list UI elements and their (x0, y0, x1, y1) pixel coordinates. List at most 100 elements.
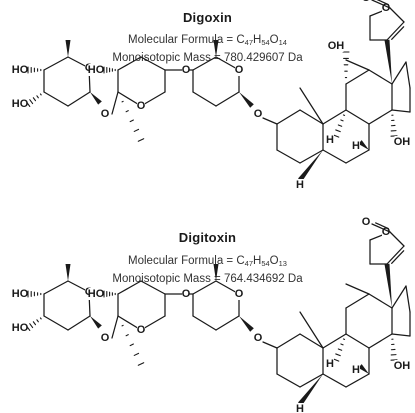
hash-bond (137, 362, 145, 366)
bond (391, 26, 405, 40)
wedge-bond (384, 263, 392, 308)
hash-bond (129, 119, 134, 123)
bond (192, 315, 217, 331)
bond (276, 333, 301, 349)
bond (43, 91, 69, 107)
bond (368, 109, 393, 125)
label-background (382, 226, 390, 238)
bond (345, 293, 370, 309)
bond (262, 117, 278, 125)
wedge-bond (65, 264, 71, 281)
hydroxyl-label: OH (394, 360, 411, 372)
hash-bond (129, 343, 134, 347)
bond (192, 56, 217, 71)
hash-bond (36, 95, 39, 99)
formula-label: Molecular Formula = (128, 34, 237, 46)
bond (389, 231, 405, 247)
bond (391, 109, 411, 113)
molecular-formula-digitoxin: Molecular Formula = C47H54O13 (0, 255, 415, 268)
carbonyl-oxygen-label: O (362, 0, 371, 4)
wedge-bond (239, 316, 254, 332)
wedge-bond (213, 264, 219, 281)
label-background (12, 288, 28, 300)
bond (386, 21, 405, 41)
bond (345, 283, 370, 295)
hydrogen-label: H (296, 179, 304, 191)
bond (386, 245, 405, 265)
hash-bond (36, 319, 39, 323)
bond (391, 285, 407, 309)
label-background (362, 0, 370, 4)
hash-bond (340, 343, 344, 346)
wedge-bond (65, 40, 71, 57)
bond (111, 315, 119, 339)
bond (140, 56, 166, 71)
hydrogen-label: H (352, 140, 360, 152)
bond (117, 56, 142, 71)
bond (322, 149, 347, 164)
hash-bond (32, 97, 37, 102)
label-background (12, 64, 28, 76)
wedge-bond (90, 316, 102, 329)
bond (322, 373, 347, 388)
wedge-bond (384, 39, 392, 84)
bond (43, 56, 69, 71)
hydroxyl-label: HO (12, 288, 29, 300)
label-background (254, 332, 262, 344)
bond (140, 280, 166, 295)
hydroxyl-label: HO (12, 98, 29, 110)
label-background (254, 108, 262, 120)
ring-oxygen-label: O (235, 64, 244, 76)
bond (43, 280, 69, 295)
label-background (88, 64, 104, 76)
label-background (326, 358, 334, 370)
mass-label: Monoisotopic Mass = (112, 52, 224, 64)
hash-bond (121, 100, 124, 103)
hash-bond (137, 138, 145, 142)
bond (368, 293, 393, 309)
compound-title-digitoxin: Digitoxin (178, 230, 237, 245)
glycosidic-oxygen-label: O (101, 332, 110, 344)
label-background (88, 288, 104, 300)
wedge-bond (358, 140, 369, 150)
glycosidic-oxygen-label: O (254, 332, 263, 344)
molecular-formula-digoxin: Molecular Formula = C47H54O14 (0, 34, 415, 47)
bond (389, 7, 405, 23)
label-background (326, 134, 334, 146)
hash-bond (332, 134, 340, 138)
glycosidic-oxygen-label: O (182, 64, 191, 76)
hydroxyl-label: HO (88, 288, 105, 300)
bond (345, 109, 370, 125)
ring-oxygen-label: O (137, 100, 146, 112)
bond (215, 91, 240, 107)
mass-unit: Da (287, 52, 303, 64)
hash-bond (332, 358, 340, 362)
label-background (382, 2, 390, 14)
bond (111, 91, 119, 115)
bond (376, 0, 389, 6)
lactone-oxygen-label: O (382, 226, 391, 238)
bond (192, 91, 217, 107)
label-background (12, 98, 28, 110)
formula-label: Molecular Formula = (128, 255, 237, 267)
hydrogen-label: H (326, 134, 334, 146)
hash-bond (125, 334, 129, 337)
hash-bond (335, 129, 341, 133)
bond (345, 333, 370, 349)
bond (276, 373, 301, 388)
ring-oxygen-label: O (137, 324, 146, 336)
label-background (235, 288, 243, 300)
bond (391, 333, 411, 337)
monoisotopic-mass-digoxin: Monoisotopic Mass = 780.429607 Da (0, 52, 415, 64)
bond (322, 333, 347, 349)
ring-oxygen-label: O (235, 288, 244, 300)
bond (375, 222, 389, 230)
hydrogen-label: H (352, 364, 360, 376)
bond (276, 109, 301, 125)
label-background (394, 360, 410, 372)
bond (371, 0, 391, 9)
bond (117, 280, 142, 295)
bond (215, 315, 240, 331)
bond (371, 223, 391, 233)
hash-bond (29, 99, 34, 105)
